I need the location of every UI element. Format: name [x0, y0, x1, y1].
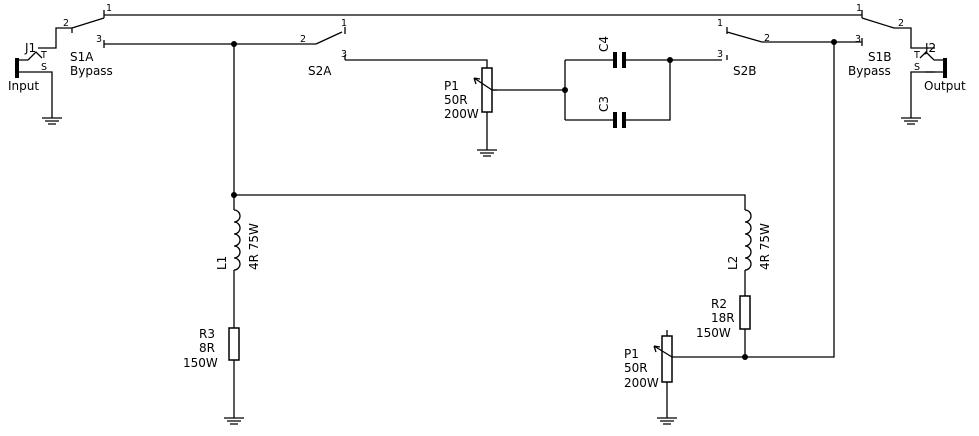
wire-j1-sleeve [38, 71, 53, 118]
switch-pins [861, 10, 895, 46]
resistor-body [739, 295, 751, 330]
pot-power: 200W [624, 376, 659, 390]
resistor-ref: R3 [199, 327, 215, 341]
jack-label: Input [8, 79, 39, 93]
inductor-coil [233, 209, 241, 271]
inductor-value: 4R 75W [758, 223, 772, 270]
switch-s1b: 1 2 3 S1B Bypass [848, 3, 904, 78]
pin-number: 1 [106, 3, 112, 14]
ground-icon [42, 117, 62, 125]
junction-dot [231, 41, 237, 47]
switch-ref: S1B [868, 50, 891, 64]
junction-dot [231, 192, 237, 198]
switch-ref: S2B [733, 64, 756, 78]
grounds [42, 117, 921, 425]
junction-dot [831, 39, 837, 45]
resistor-r2: R2 18R 150W [696, 295, 751, 340]
potentiometer-p1-top: P1 50R 200W [444, 67, 497, 121]
pin-number: 2 [898, 18, 904, 29]
switch-s2b: 1 2 3 S2B [717, 18, 770, 78]
junctions [231, 39, 837, 360]
inductor-ref: L2 [726, 256, 740, 270]
wire-l1-l2 [234, 194, 746, 210]
resistor-value: 18R [711, 311, 735, 325]
cap-ref: C3 [597, 96, 611, 112]
switch-ref: S1A [70, 50, 94, 64]
inductor-ref: L1 [215, 256, 229, 270]
jack-ref: J2 [924, 41, 936, 55]
resistor-power: 150W [183, 356, 218, 370]
switch-pins [315, 27, 346, 60]
potentiometer-p1-bottom: P1 50R 200W [624, 330, 673, 390]
jack-tip-label: T [40, 50, 47, 61]
pin-number: 3 [341, 49, 347, 60]
capacitor-c4: C4 [597, 36, 626, 68]
wire-caps [564, 59, 722, 121]
jack-tip-label: T [913, 50, 920, 61]
jack-sleeve-label: S [914, 62, 920, 73]
inductor-value: 4R 75W [247, 223, 261, 270]
jack-j2: J2 T S Output [913, 41, 966, 93]
switch-s1a: 1 2 3 S1A Bypass [63, 3, 113, 78]
pin-number: 1 [341, 18, 347, 29]
pin-number: 3 [96, 34, 102, 45]
resistor-ref: R2 [711, 297, 727, 311]
resistor-power: 150W [696, 326, 731, 340]
junction-dot [562, 87, 568, 93]
pot-ref: P1 [624, 347, 639, 361]
switch-pins [726, 27, 763, 60]
wire-j2-tip [894, 27, 935, 49]
jack-body [19, 51, 43, 73]
ground-icon [901, 117, 921, 125]
junction-dot [667, 57, 673, 63]
jack-label: Output [924, 79, 966, 93]
switch-pins [71, 10, 105, 33]
jack-body [919, 51, 943, 73]
pot-body [661, 335, 673, 383]
inductor-l1: L1 4R 75W [215, 209, 261, 271]
pot-ref: P1 [444, 79, 459, 93]
pot-wiper-arrow-icon [473, 77, 497, 91]
pin-number: 1 [717, 18, 723, 29]
pot-power: 200W [444, 107, 479, 121]
cap-plates [613, 52, 626, 68]
switch-name: Bypass [70, 64, 113, 78]
wire-j1-tip [38, 27, 72, 49]
ground-icon [657, 417, 677, 425]
jack-sleeve-label: S [41, 62, 47, 73]
pot-wiper-arrow-icon [653, 345, 673, 358]
wire-s2a-p1 [345, 59, 488, 68]
wire-s1b-column [745, 42, 835, 358]
resistor-value: 8R [199, 341, 215, 355]
jack-ref: J1 [24, 41, 36, 55]
jack-j1: J1 T S Input [8, 41, 47, 93]
pot-value: 50R [624, 361, 648, 375]
resistor-body [228, 327, 240, 361]
resistor-r3: R3 8R 150W [183, 327, 240, 370]
pin-number: 3 [717, 49, 723, 60]
ground-icon [224, 417, 244, 425]
inductor-coil [744, 209, 752, 271]
cap-ref: C4 [597, 36, 611, 52]
switch-name: Bypass [848, 64, 891, 78]
ground-icon [477, 149, 497, 157]
pin-number: 2 [764, 33, 770, 44]
switch-ref: S2A [308, 64, 332, 78]
cap-plates [613, 112, 626, 128]
pin-number: 3 [855, 34, 861, 45]
pin-number: 2 [300, 34, 306, 45]
pin-number: 2 [63, 18, 69, 29]
inductor-l2: L2 4R 75W [726, 209, 772, 271]
pot-body [481, 67, 493, 113]
pin-number: 1 [856, 3, 862, 14]
switch-s2a: 1 2 3 S2A [300, 18, 347, 78]
pot-value: 50R [444, 93, 468, 107]
capacitor-c3: C3 [597, 96, 626, 128]
junction-dot [742, 354, 748, 360]
